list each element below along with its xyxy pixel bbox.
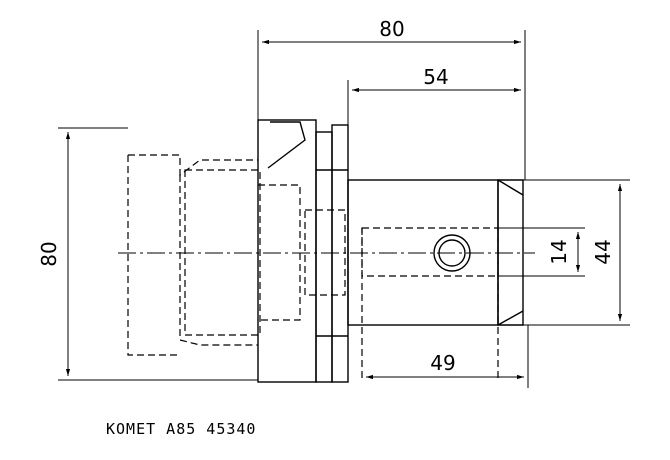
- dim-shank-diameter: 44: [591, 239, 615, 264]
- dim-height: 80: [37, 241, 61, 266]
- part-outline: [257, 119, 524, 383]
- dim-overall-length: 80: [379, 17, 404, 41]
- dim-bore-depth: 49: [430, 351, 455, 375]
- dim-shank-length: 54: [423, 65, 448, 89]
- part-caption: KOMET A85 45340: [106, 420, 256, 438]
- dimension-lines: [58, 30, 630, 388]
- dim-bore-diameter: 14: [547, 239, 571, 264]
